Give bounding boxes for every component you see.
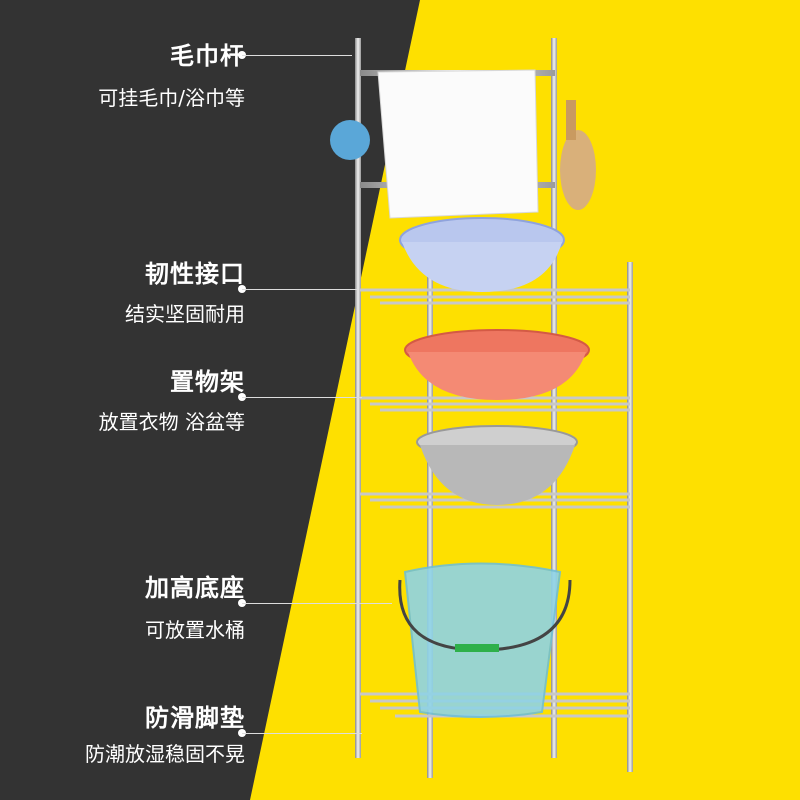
feature-title: 加高底座	[145, 574, 245, 602]
callout-line	[242, 733, 362, 734]
feature-desc: 可放置水桶	[145, 618, 245, 642]
feature-title: 毛巾杆	[170, 42, 245, 70]
feature-towel-bar: 毛巾杆 可挂毛巾/浴巾等	[0, 36, 360, 116]
feature-joint: 韧性接口 结实坚固耐用	[0, 254, 360, 334]
feature-desc: 可挂毛巾/浴巾等	[98, 86, 245, 110]
callout-line	[242, 603, 392, 604]
feature-title: 防滑脚垫	[145, 704, 245, 732]
callout-line	[242, 397, 362, 398]
callout-line	[242, 289, 357, 290]
feature-desc: 放置衣物 浴盆等	[98, 410, 245, 434]
feature-title: 韧性接口	[145, 260, 245, 288]
feature-anti-slip-pad: 防滑脚垫 防潮放湿稳固不晃	[0, 698, 362, 778]
feature-raised-base: 加高底座 可放置水桶	[0, 568, 392, 648]
feature-shelf: 置物架 放置衣物 浴盆等	[0, 362, 362, 442]
callout-line	[242, 55, 352, 56]
feature-desc: 防潮放湿稳固不晃	[85, 742, 245, 766]
feature-title: 置物架	[170, 368, 245, 396]
feature-desc: 结实坚固耐用	[125, 302, 245, 326]
